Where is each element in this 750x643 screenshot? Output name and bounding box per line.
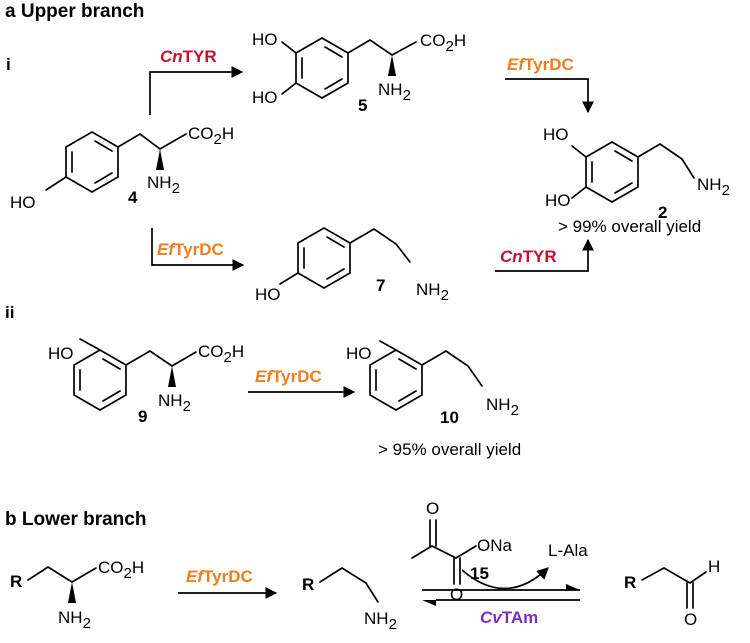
compound-9-co2h: CO2H <box>198 342 244 366</box>
compound-10-number: 10 <box>440 408 459 427</box>
aldehyde-structure <box>641 567 707 609</box>
compound-5-co2h: CO2H <box>420 31 466 55</box>
pyruvate-o-bottom: O <box>450 585 463 604</box>
compound-5-ho-top: HO <box>252 30 278 49</box>
compound-4-co2h: CO2H <box>188 124 234 148</box>
compound-15-number: 15 <box>470 564 489 583</box>
section-b-title: b Lower branch <box>5 509 146 530</box>
compound-9-ho: HO <box>48 344 74 363</box>
enzyme-cntyr-bottom: CnTYR <box>500 247 557 266</box>
compound-7-nh2: NH2 <box>416 280 449 304</box>
amine-nh2: NH2 <box>364 609 397 633</box>
enzyme-eftyrdc-ii: EfTyrDC <box>255 367 322 386</box>
route-ii-label: ii <box>5 303 14 322</box>
compound-5-number: 5 <box>358 96 367 115</box>
compound-10-nh2: NH2 <box>486 395 519 419</box>
compound-2-structure <box>571 141 695 203</box>
section-a-title: a Upper branch <box>5 1 144 22</box>
amino-acid-r-structure <box>27 565 97 603</box>
product-l-ala: L-Ala <box>548 541 588 560</box>
enzyme-eftyrdc-b: EfTyrDC <box>186 567 253 586</box>
compound-9-structure <box>73 338 197 411</box>
arrow-4-to-5 <box>149 66 244 115</box>
compound-9-number: 9 <box>138 407 147 426</box>
amino-acid-r: R <box>10 572 22 591</box>
compound-2-number: 2 <box>658 203 667 222</box>
compound-2-nh2: NH2 <box>697 175 730 199</box>
compound-5-ho-bottom: HO <box>252 88 278 107</box>
enzyme-eftyrdc-middle: EfTyrDC <box>157 240 224 259</box>
amino-acid-co2h: CO2H <box>98 558 144 582</box>
arrow-5-to-2 <box>505 78 594 114</box>
compound-2-ho-top: HO <box>543 125 569 144</box>
compound-4-structure <box>45 131 187 193</box>
compound-4-ho: HO <box>10 193 36 212</box>
route-i-label: i <box>6 55 11 74</box>
arrow-4-to-7 <box>151 228 245 271</box>
compound-9-nh2: NH2 <box>158 391 191 415</box>
amino-acid-nh2: NH2 <box>58 608 91 632</box>
pyruvate-ona: ONa <box>477 536 513 555</box>
compound-4-number: 4 <box>128 188 138 207</box>
compound-5-nh2: NH2 <box>378 80 411 104</box>
arrow-7-to-2 <box>495 238 594 272</box>
aldehyde-o: O <box>684 610 697 629</box>
compound-2-yield: > 99% overall yield <box>558 217 701 236</box>
amine-r: R <box>302 575 314 594</box>
pyruvate-o-top: O <box>426 499 439 518</box>
compound-10-yield: > 95% overall yield <box>378 440 521 459</box>
compound-7-structure <box>279 227 411 289</box>
amine-r-structure <box>319 566 379 603</box>
enzyme-eftyrdc-top: EfTyrDC <box>507 55 574 74</box>
enzyme-cntyr-top: CnTYR <box>160 47 217 66</box>
arrow-pyruvate-to-alanine <box>461 567 549 590</box>
aldehyde-r: R <box>624 573 636 592</box>
compound-7-number: 7 <box>376 276 385 295</box>
aldehyde-h: H <box>708 557 720 576</box>
compound-7-ho: HO <box>255 285 281 304</box>
pyruvate-15-structure <box>411 519 477 585</box>
compound-2-ho-bottom: HO <box>545 191 571 210</box>
compound-5-structure <box>281 37 417 99</box>
compound-10-structure <box>369 340 483 411</box>
compound-4-nh2: NH2 <box>147 173 180 197</box>
compound-10-ho: HO <box>346 344 372 363</box>
enzyme-cvtam: CvTAm <box>480 608 538 627</box>
